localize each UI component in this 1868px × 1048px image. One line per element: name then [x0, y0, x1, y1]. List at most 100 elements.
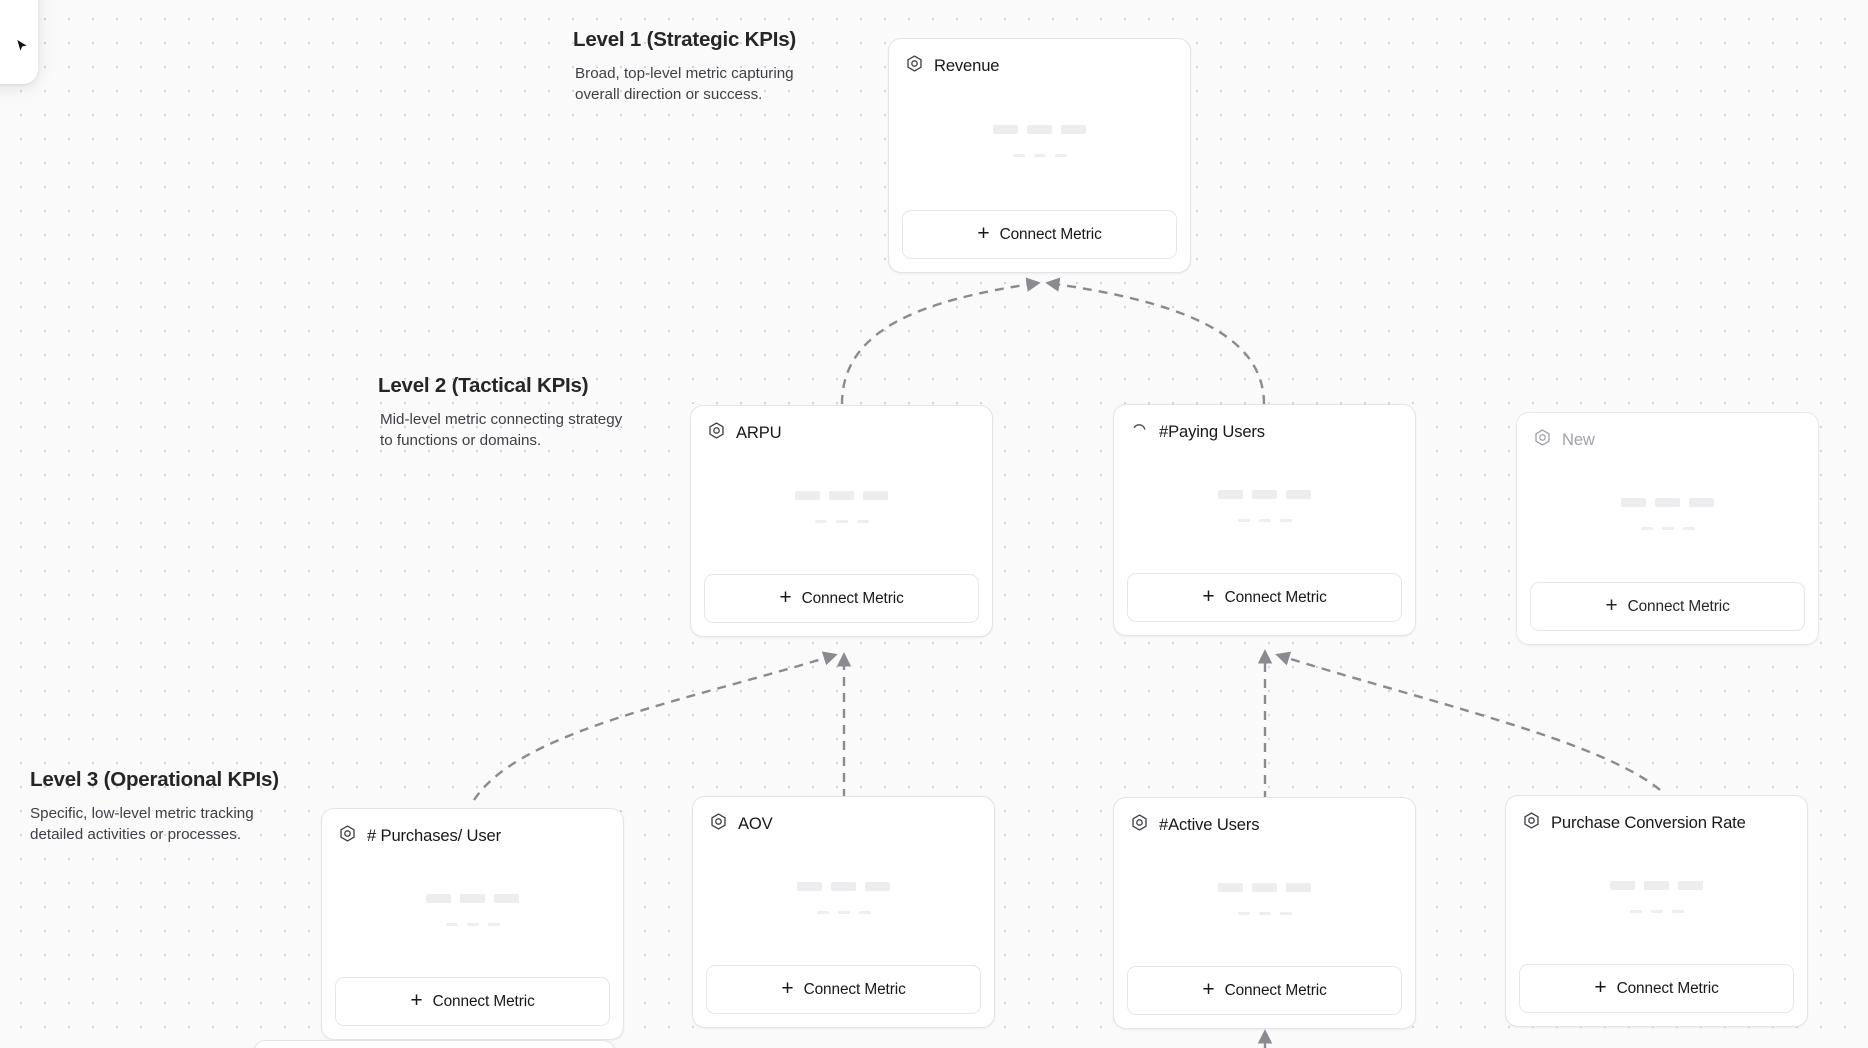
card-skeleton-paying-users: [1127, 444, 1402, 573]
level-1-description: Broad, top-level metric capturing overal…: [575, 64, 794, 104]
skeleton-row-primary: [1218, 489, 1311, 499]
skeleton-bar: [1671, 909, 1684, 913]
skeleton-bar: [1252, 489, 1277, 499]
skeleton-row-secondary: [1640, 527, 1695, 530]
skeleton-row-secondary: [445, 922, 500, 926]
card-title-revenue: Revenue: [934, 55, 1000, 75]
skeleton-bar: [466, 922, 479, 926]
connect-metric-label: Connect Metric: [1616, 979, 1719, 997]
card-header-arpu: ARPU: [704, 419, 979, 445]
skeleton-bar: [1258, 911, 1271, 915]
skeleton-bar: [1218, 882, 1243, 892]
skeleton-bar: [1661, 527, 1674, 530]
skeleton-bar: [795, 490, 820, 500]
skeleton-row-primary: [993, 125, 1086, 134]
skeleton-bar: [797, 881, 822, 891]
floating-toolbar-panel[interactable]: [0, 0, 38, 84]
skeleton-bar: [1061, 125, 1086, 134]
level-3-description: Specific, low-level metric tracking deta…: [30, 804, 254, 844]
metric-card-paying-users[interactable]: #Paying Users + Connect Metric: [1113, 404, 1416, 636]
metric-card-new[interactable]: New + Connect Metric: [1516, 412, 1819, 645]
level-1-title: Level 1 (Strategic KPIs): [573, 28, 797, 51]
edge-arpu-to-revenue: [840, 277, 1041, 405]
skeleton-bar: [1286, 882, 1311, 892]
level-2-title: Level 2 (Tactical KPIs): [378, 374, 589, 397]
connect-metric-button-new[interactable]: + Connect Metric: [1530, 582, 1805, 631]
card-skeleton-active-users: [1127, 837, 1402, 966]
card-skeleton-purchases-per-user: [335, 848, 610, 977]
plus-icon: +: [1605, 594, 1618, 617]
skeleton-bar: [993, 125, 1018, 134]
plus-icon: +: [977, 222, 990, 245]
hexagon-metric-icon: [1130, 813, 1149, 837]
connect-metric-label: Connect Metric: [801, 589, 904, 607]
connect-metric-button-aov[interactable]: + Connect Metric: [706, 965, 981, 1014]
edge-purchases-per-user-to-arpu: [472, 651, 838, 801]
skeleton-bar: [1237, 911, 1250, 915]
card-skeleton-aov: [706, 836, 981, 965]
metric-card-purchases-per-user[interactable]: # Purchases/ User + Connect Metric: [321, 808, 624, 1040]
card-skeleton-purchase-conversion-rate: [1519, 835, 1794, 964]
level-label-3: Level 3 (Operational KPIs) Specific, low…: [30, 767, 280, 846]
connect-metric-button-active-users[interactable]: + Connect Metric: [1127, 966, 1402, 1015]
card-title-new: New: [1562, 429, 1595, 449]
card-title-active-users: #Active Users: [1159, 814, 1260, 834]
skeleton-bar: [445, 922, 458, 926]
skeleton-bar: [1033, 154, 1046, 157]
connect-metric-button-arpu[interactable]: + Connect Metric: [704, 574, 979, 623]
skeleton-bar: [1054, 154, 1067, 157]
skeleton-row-secondary: [1237, 911, 1292, 915]
card-title-arpu: ARPU: [736, 422, 782, 442]
hexagon-metric-icon: [905, 54, 924, 78]
skeleton-bar: [1027, 125, 1052, 134]
hexagon-metric-icon: [1522, 811, 1541, 835]
skeleton-bar: [1678, 880, 1703, 890]
skeleton-bar: [1644, 880, 1669, 890]
skeleton-bar: [1650, 909, 1663, 913]
skeleton-bar: [1640, 527, 1653, 530]
hexagon-metric-icon: [709, 812, 728, 836]
card-header-aov: AOV: [706, 810, 981, 836]
skeleton-bar: [1279, 518, 1292, 522]
skeleton-bar: [865, 881, 890, 891]
card-title-paying-users: #Paying Users: [1159, 421, 1265, 441]
skeleton-bar: [831, 881, 856, 891]
metric-card-purchase-conversion-rate[interactable]: Purchase Conversion Rate + Connect Metri…: [1505, 795, 1808, 1027]
connect-metric-button-purchase-conversion-rate[interactable]: + Connect Metric: [1519, 964, 1794, 1013]
plus-icon: +: [1202, 978, 1215, 1001]
skeleton-bar: [1655, 498, 1680, 507]
skeleton-bar: [1218, 489, 1243, 499]
connect-metric-label: Connect Metric: [432, 992, 535, 1010]
skeleton-row-secondary: [1237, 518, 1292, 522]
metric-card-arpu[interactable]: ARPU + Connect Metric: [690, 405, 993, 637]
metric-card-active-users[interactable]: #Active Users + Connect Metric: [1113, 797, 1416, 1029]
skeleton-bar: [835, 519, 848, 523]
hexagon-metric-icon: [338, 824, 357, 848]
level-label-1: Level 1 (Strategic KPIs) Broad, top-leve…: [573, 27, 825, 106]
card-header-purchases-per-user: # Purchases/ User: [335, 822, 610, 848]
metric-card-revenue[interactable]: Revenue + Connect Metric: [888, 38, 1191, 273]
metric-card-aov[interactable]: AOV + Connect Metric: [692, 796, 995, 1028]
skeleton-bar: [487, 922, 500, 926]
connect-metric-button-purchases-per-user[interactable]: + Connect Metric: [335, 977, 610, 1026]
card-header-new: New: [1530, 426, 1805, 452]
connect-metric-label: Connect Metric: [1224, 981, 1327, 999]
connect-metric-button-revenue[interactable]: + Connect Metric: [902, 210, 1177, 259]
card-header-active-users: #Active Users: [1127, 811, 1402, 837]
card-skeleton-revenue: [902, 78, 1177, 210]
skeleton-bar: [1237, 518, 1250, 522]
card-header-revenue: Revenue: [902, 52, 1177, 78]
skeleton-row-secondary: [1012, 154, 1067, 157]
connect-metric-button-paying-users[interactable]: + Connect Metric: [1127, 573, 1402, 622]
skeleton-row-primary: [795, 490, 888, 500]
connect-metric-label: Connect Metric: [803, 980, 906, 998]
cursor-pointer-icon[interactable]: [14, 38, 30, 54]
card-header-purchase-conversion-rate: Purchase Conversion Rate: [1519, 809, 1794, 835]
metric-card-offscreen-bottom[interactable]: [253, 1040, 616, 1048]
skeleton-row-primary: [1218, 882, 1311, 892]
plus-icon: +: [781, 977, 794, 1000]
skeleton-bar: [1252, 882, 1277, 892]
skeleton-bar: [1279, 911, 1292, 915]
loading-spinner-icon: [1130, 420, 1149, 444]
